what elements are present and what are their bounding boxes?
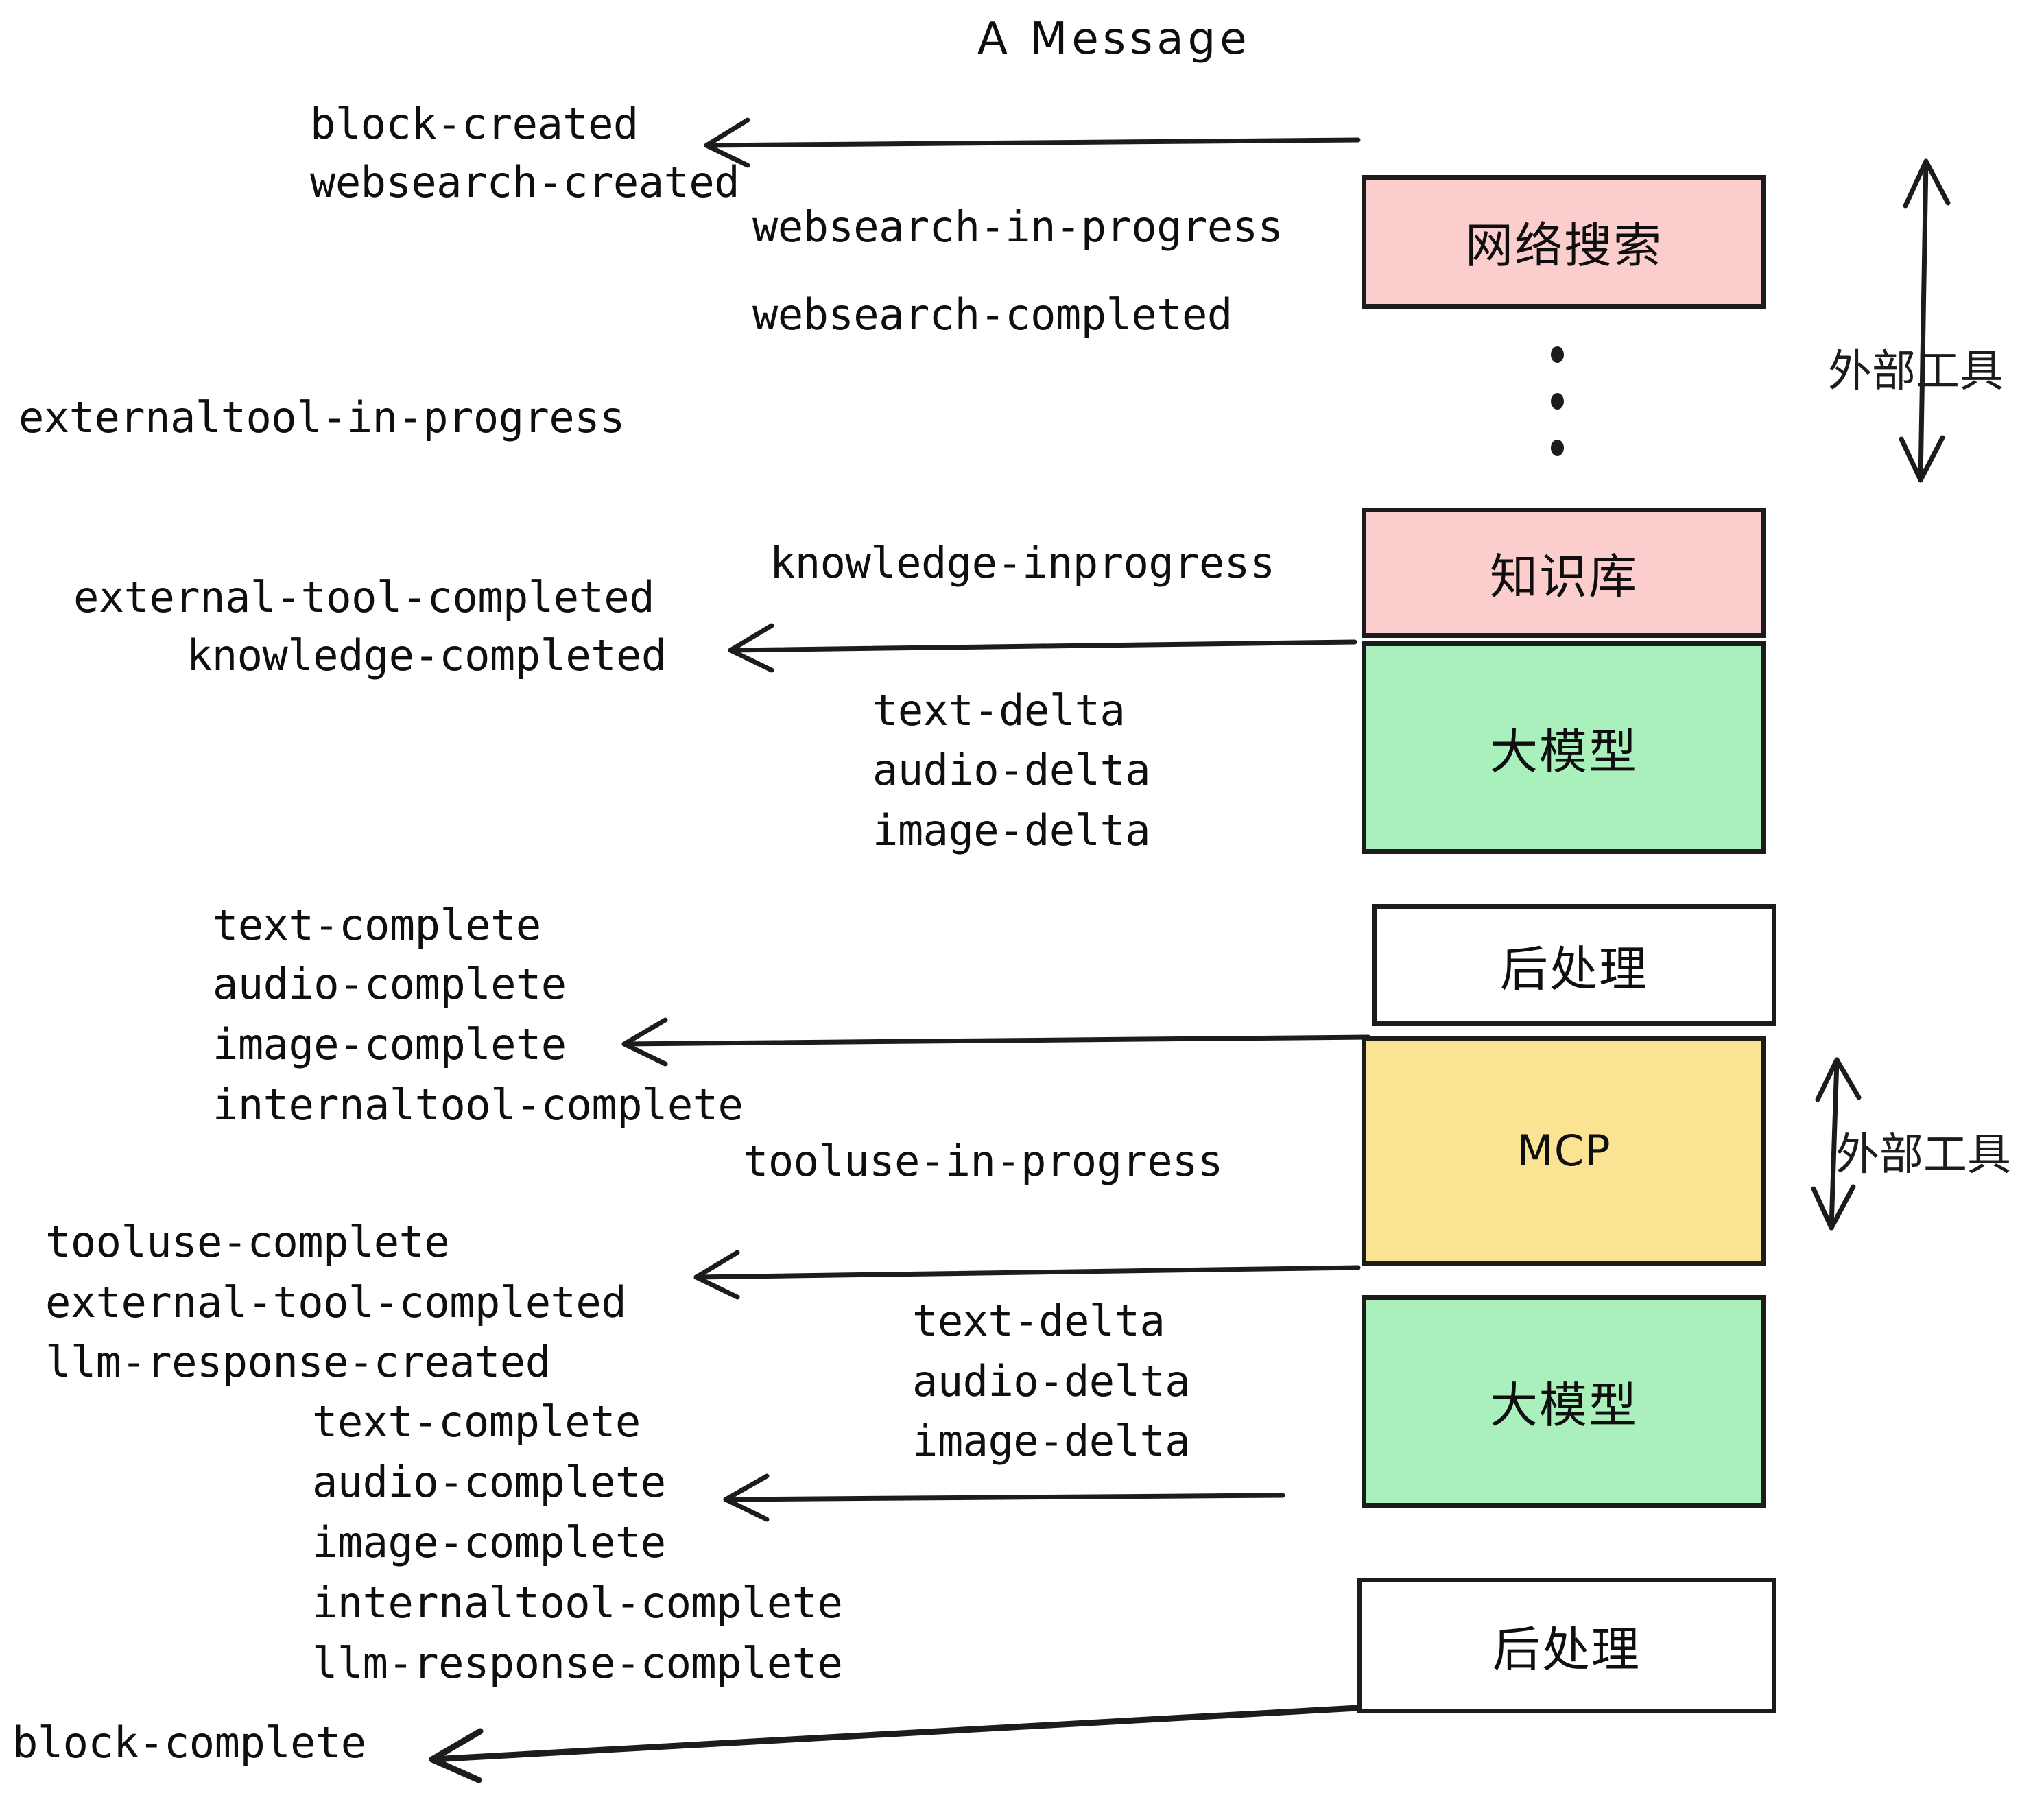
event-label-image-delta-2: image-delta	[912, 1416, 1191, 1466]
node-label-post-process-1: 后处理	[1500, 940, 1648, 997]
node-label-mcp: MCP	[1517, 1126, 1611, 1176]
event-label-websearch-created: websearch-created	[310, 157, 740, 207]
event-label-llm-response-created: llm-response-created	[45, 1337, 551, 1387]
event-label-websearch-completed: websearch-completed	[752, 289, 1233, 340]
event-label-external-tool-completed-1: external-tool-completed	[73, 572, 655, 622]
event-label-llm-response-complete: llm-response-complete	[312, 1638, 843, 1688]
event-label-text-delta-2: text-delta	[912, 1296, 1165, 1346]
event-label-image-complete-1: image-complete	[213, 1019, 567, 1069]
event-label-audio-complete-1: audio-complete	[213, 959, 567, 1009]
node-label-llm-1: 大模型	[1490, 723, 1638, 780]
event-label-internaltool-complete-2: internaltool-complete	[312, 1578, 843, 1628]
node-llm-2[interactable]: 大模型	[1362, 1295, 1766, 1508]
event-label-external-tool-completed-2: external-tool-completed	[45, 1277, 627, 1327]
node-knowledge[interactable]: 知识库	[1362, 508, 1766, 638]
node-label-llm-2: 大模型	[1490, 1377, 1638, 1434]
event-label-text-complete-1: text-complete	[213, 900, 541, 950]
event-label-internaltool-complete-1: internaltool-complete	[213, 1080, 744, 1130]
node-mcp[interactable]: MCP	[1362, 1036, 1766, 1266]
event-label-block-complete: block-complete	[12, 1718, 366, 1768]
node-post-process-2[interactable]: 后处理	[1357, 1578, 1776, 1713]
node-llm-1[interactable]: 大模型	[1362, 641, 1766, 854]
event-label-knowledge-completed: knowledge-completed	[187, 630, 667, 680]
page-title: A Message	[977, 14, 1251, 64]
event-label-tooluse-complete: tooluse-complete	[45, 1217, 450, 1267]
event-label-audio-delta-1: audio-delta	[872, 745, 1151, 795]
node-label-websearch: 网络搜索	[1465, 217, 1663, 274]
event-label-tooluse-in-progress: tooluse-in-progress	[743, 1136, 1223, 1186]
side-label-external-tools-bottom: 外部工具	[1835, 1130, 2011, 1180]
vertical-ellipsis-icon	[1549, 346, 1565, 456]
event-label-externaltool-in-progress: externaltool-in-progress	[19, 392, 625, 442]
event-label-text-delta-1: text-delta	[872, 685, 1126, 735]
node-label-knowledge: 知识库	[1490, 548, 1638, 605]
event-label-audio-delta-2: audio-delta	[912, 1356, 1191, 1406]
event-label-block-created: block-created	[310, 99, 639, 149]
side-label-external-tools-top: 外部工具	[1828, 346, 2004, 397]
node-post-process-1[interactable]: 后处理	[1372, 904, 1776, 1026]
event-label-image-delta-1: image-delta	[872, 805, 1151, 855]
event-label-knowledge-inprogress: knowledge-inprogress	[770, 538, 1275, 588]
event-label-text-complete-2: text-complete	[312, 1397, 641, 1447]
event-label-websearch-in-progress: websearch-in-progress	[752, 202, 1283, 252]
node-label-post-process-2: 后处理	[1493, 1621, 1641, 1678]
event-label-image-complete-2: image-complete	[312, 1517, 666, 1567]
node-websearch[interactable]: 网络搜索	[1362, 175, 1766, 309]
event-label-audio-complete-2: audio-complete	[312, 1457, 666, 1507]
